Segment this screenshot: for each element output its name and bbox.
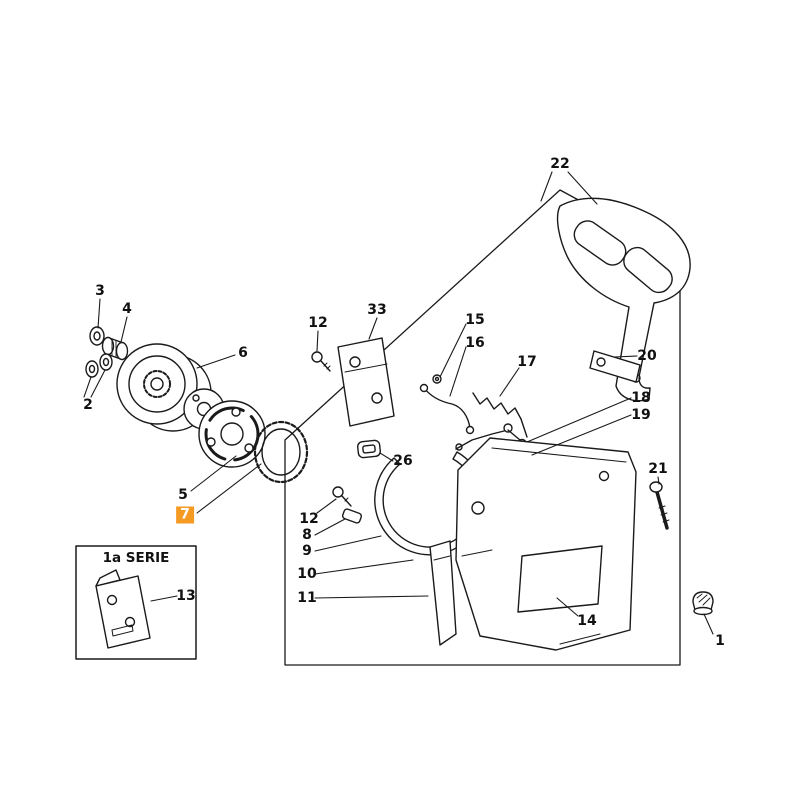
trim-strip-part bbox=[429, 540, 457, 646]
callout-4: 4 bbox=[122, 301, 132, 317]
clutch-parts bbox=[85, 326, 309, 484]
callout-16: 16 bbox=[465, 335, 485, 351]
callout-26: 26 bbox=[393, 453, 413, 469]
callout-22: 22 bbox=[550, 156, 570, 172]
series-box-title: 1a SERIE bbox=[102, 550, 170, 566]
callout-2: 2 bbox=[83, 397, 93, 413]
side-cover-part bbox=[455, 437, 637, 651]
callout-21: 21 bbox=[648, 461, 668, 477]
callout-8: 8 bbox=[302, 527, 312, 543]
callout-19: 19 bbox=[631, 407, 651, 423]
screw-upper-part bbox=[311, 351, 331, 372]
callout-7-highlighted: 7 bbox=[176, 506, 194, 524]
callout-9: 9 bbox=[302, 543, 312, 559]
screw-lower-part bbox=[332, 486, 352, 507]
series-box bbox=[75, 545, 197, 660]
callout-1: 1 bbox=[715, 633, 725, 649]
callout-6: 6 bbox=[238, 345, 248, 361]
callout-5: 5 bbox=[178, 487, 188, 503]
callout-13: 13 bbox=[176, 588, 196, 604]
leader-lines bbox=[83, 171, 714, 635]
cap-nut-part bbox=[692, 591, 714, 616]
callout-3: 3 bbox=[95, 283, 105, 299]
callout-33: 33 bbox=[367, 302, 387, 318]
callout-15: 15 bbox=[465, 312, 485, 328]
grommet-part bbox=[357, 439, 381, 459]
bolt-part bbox=[649, 481, 670, 530]
callout-12-bottom: 12 bbox=[299, 511, 319, 527]
callout-11: 11 bbox=[297, 590, 317, 606]
callout-17: 17 bbox=[517, 354, 537, 370]
hand-guard-part bbox=[556, 197, 691, 402]
callout-14: 14 bbox=[577, 613, 597, 629]
callout-12-top: 12 bbox=[308, 315, 328, 331]
callout-10: 10 bbox=[297, 566, 317, 582]
cover-plate-part bbox=[337, 337, 395, 427]
clip-part bbox=[341, 508, 363, 524]
callout-18: 18 bbox=[631, 390, 651, 406]
callout-20: 20 bbox=[637, 348, 657, 364]
